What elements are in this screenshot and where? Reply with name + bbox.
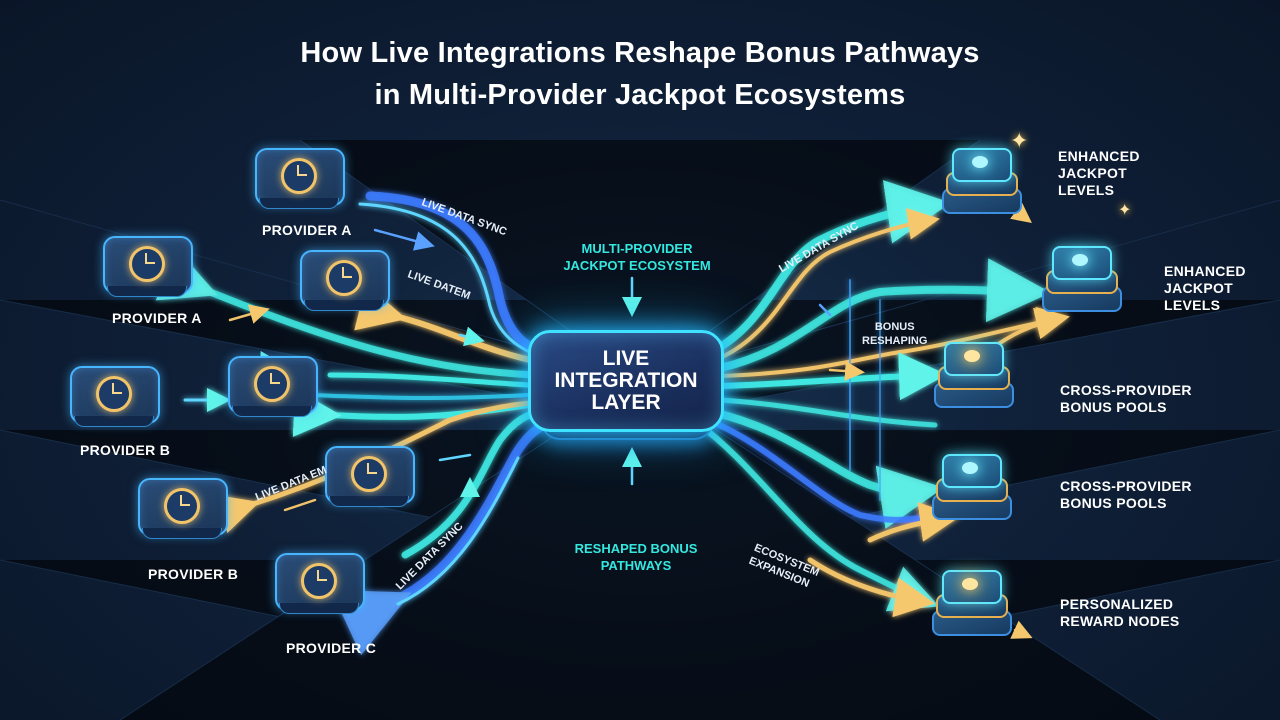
output-label-line: PERSONALIZED bbox=[1060, 596, 1174, 612]
output-label-line: CROSS-PROVIDER bbox=[1060, 382, 1192, 398]
pathways-label-line-1: RESHAPED BONUS bbox=[574, 541, 698, 556]
glow-icon bbox=[962, 578, 978, 590]
ecosystem-label-line-1: MULTI-PROVIDER bbox=[581, 241, 693, 256]
provider-node bbox=[70, 366, 160, 428]
live-integration-layer-node: LIVE INTEGRATION LAYER bbox=[528, 330, 724, 432]
title-line-2: in Multi-Provider Jackpot Ecosystems bbox=[374, 79, 906, 111]
sparkle-icon: ✦ bbox=[1118, 202, 1132, 219]
output-label-line: JACKPOT bbox=[1058, 165, 1127, 181]
provider-label: PROVIDER B bbox=[80, 442, 171, 458]
ecosystem-label-line-2: JACKPOT ECOSYSTEM bbox=[563, 258, 711, 273]
title-line-1: How Live Integrations Reshape Bonus Path… bbox=[300, 37, 980, 69]
glow-icon bbox=[972, 156, 988, 168]
reward-node-stack bbox=[930, 560, 1012, 640]
ecosystem-label: MULTI-PROVIDER JACKPOT ECOSYSTEM bbox=[552, 240, 722, 274]
provider-label: PROVIDER B bbox=[148, 566, 239, 582]
output-label: PERSONALIZED REWARD NODES bbox=[1060, 596, 1180, 630]
provider-node bbox=[228, 356, 318, 418]
provider-label: PROVIDER A bbox=[262, 222, 352, 238]
pathways-label-line-2: PATHWAYS bbox=[600, 558, 672, 573]
jackpot-stack-node bbox=[1040, 236, 1122, 316]
clock-icon bbox=[96, 376, 132, 412]
output-label-line: JACKPOT bbox=[1164, 280, 1233, 296]
provider-node bbox=[275, 553, 365, 615]
glow-icon bbox=[962, 462, 978, 474]
hub-label-line-1: LIVE bbox=[602, 347, 650, 370]
stream-label-bonus-reshaping: BONUS RESHAPING bbox=[862, 320, 927, 348]
clock-icon bbox=[281, 158, 317, 194]
bonus-reshaping-line-2: RESHAPING bbox=[862, 335, 928, 347]
provider-tile-base bbox=[329, 496, 409, 507]
provider-tile bbox=[275, 553, 365, 611]
provider-label: PROVIDER C bbox=[286, 640, 377, 656]
clock-icon bbox=[301, 563, 337, 599]
output-label-line: ENHANCED bbox=[1058, 148, 1140, 164]
sparkle-icon: ✦ bbox=[1010, 128, 1029, 153]
provider-node bbox=[103, 236, 193, 298]
provider-label: PROVIDER A bbox=[112, 310, 202, 326]
output-label-line: ENHANCED bbox=[1164, 263, 1246, 279]
output-label-line: BONUS POOLS bbox=[1060, 495, 1167, 511]
provider-tile-base bbox=[74, 416, 154, 427]
output-label: CROSS-PROVIDER BONUS POOLS bbox=[1060, 382, 1192, 416]
output-label-line: REWARD NODES bbox=[1060, 613, 1180, 629]
clock-icon bbox=[164, 488, 200, 524]
output-label-line: LEVELS bbox=[1164, 297, 1221, 313]
output-label: ENHANCED JACKPOT LEVELS bbox=[1058, 148, 1140, 199]
hub-label-line-3: LAYER bbox=[591, 391, 661, 414]
glow-icon bbox=[1072, 254, 1088, 266]
clock-icon bbox=[351, 456, 387, 492]
provider-node bbox=[255, 148, 345, 210]
bonus-pool-stack-node bbox=[930, 444, 1012, 524]
provider-tile-base bbox=[279, 603, 359, 614]
bonus-pool-stack-node bbox=[932, 332, 1014, 412]
pathways-label: RESHAPED BONUS PATHWAYS bbox=[556, 540, 716, 574]
diagram-title: How Live Integrations Reshape Bonus Path… bbox=[0, 32, 1280, 116]
provider-node bbox=[325, 446, 415, 508]
provider-tile-base bbox=[107, 286, 187, 297]
output-label-line: LEVELS bbox=[1058, 182, 1115, 198]
hub-label-line-2: INTEGRATION bbox=[554, 369, 698, 392]
output-label-line: BONUS POOLS bbox=[1060, 399, 1167, 415]
provider-tile-base bbox=[259, 198, 339, 209]
provider-node bbox=[138, 478, 228, 540]
stack-layer bbox=[1052, 246, 1112, 280]
output-label: ENHANCED JACKPOT LEVELS bbox=[1164, 263, 1246, 314]
provider-tile-base bbox=[304, 300, 384, 311]
clock-icon bbox=[254, 366, 290, 402]
output-label-line: CROSS-PROVIDER bbox=[1060, 478, 1192, 494]
coin-icon bbox=[964, 350, 980, 362]
jackpot-stack-node bbox=[940, 138, 1022, 218]
bonus-reshaping-line-1: BONUS bbox=[874, 321, 915, 333]
clock-icon bbox=[326, 260, 362, 296]
provider-tile-base bbox=[232, 406, 312, 417]
provider-tile-base bbox=[142, 528, 222, 539]
provider-node bbox=[300, 250, 390, 312]
clock-icon bbox=[129, 246, 165, 282]
output-label: CROSS-PROVIDER BONUS POOLS bbox=[1060, 478, 1192, 512]
hub-label: LIVE INTEGRATION LAYER bbox=[554, 348, 697, 414]
